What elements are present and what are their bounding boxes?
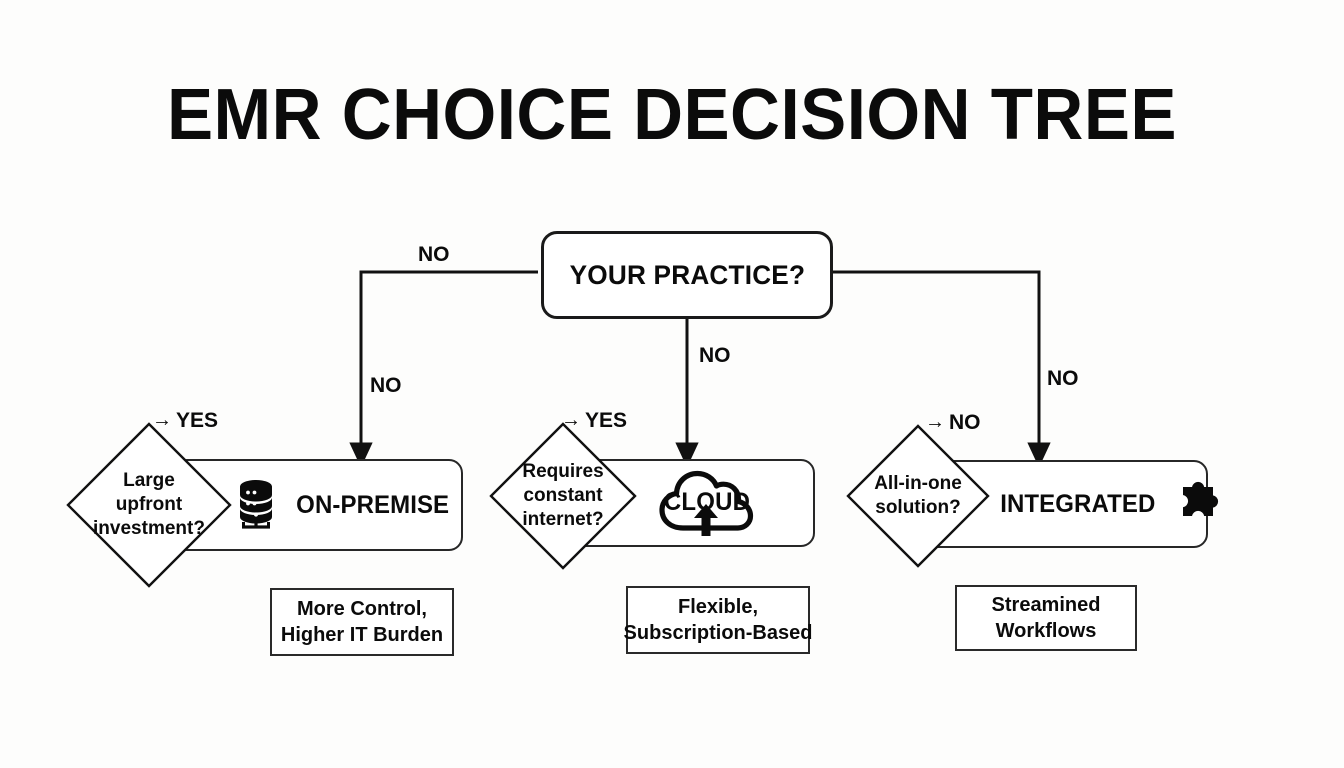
root-decision-node[interactable]: YOUR PRACTICE? xyxy=(541,231,833,319)
branch-tag-label-cloud: YES xyxy=(585,409,628,432)
note-line-2: Higher IT Burden xyxy=(280,624,444,646)
cloud-upload-icon-wrap: CLOUD xyxy=(655,466,759,540)
note-text-cloud: Flexible, Subscription-Based xyxy=(624,594,813,646)
database-server-icon xyxy=(240,480,272,529)
edge-root-to-integrated xyxy=(833,270,1051,468)
note-box-cloud: Flexible, Subscription-Based xyxy=(624,586,813,654)
note-line-2: Subscription-Based xyxy=(623,622,813,644)
decision-diamond-requires-constant-internet[interactable]: Requires constant internet? xyxy=(488,421,638,571)
branch-tag-integrated: → NO xyxy=(925,411,981,435)
note-text-integrated: Streamined Workflows xyxy=(992,592,1101,644)
edge-label-left-down: NO xyxy=(370,374,402,397)
arrow-right-icon: → xyxy=(925,411,945,433)
note-line-1: More Control, xyxy=(296,598,427,620)
note-line-1: Flexible, xyxy=(677,596,759,618)
result-label-cloud: CLOUD xyxy=(663,487,751,516)
diamond-outline xyxy=(489,422,637,570)
edge-root-to-on-premise xyxy=(349,270,538,468)
branch-tag-label-on-premise: YES xyxy=(176,409,219,432)
decision-diamond-large-upfront-investment[interactable]: Large upfront investment? xyxy=(65,421,233,589)
note-box-on-premise: More Control, Higher IT Burden xyxy=(270,588,454,656)
note-line-2: Workflows xyxy=(995,620,1097,642)
note-text-on-premise: More Control, Higher IT Burden xyxy=(281,596,443,648)
puzzle-piece-icon xyxy=(1182,481,1218,516)
edge-label-root-right: NO xyxy=(1047,367,1079,390)
branch-tag-cloud: → YES xyxy=(561,409,627,433)
branch-tag-on-premise: → YES xyxy=(152,409,218,433)
note-box-integrated: Streamined Workflows xyxy=(955,585,1137,651)
note-line-1: Streamined xyxy=(991,594,1101,616)
branch-tag-label-integrated: NO xyxy=(949,411,981,434)
result-label-on-premise: ON-PREMISE xyxy=(296,490,450,519)
edge-label-root-left: NO xyxy=(418,243,450,266)
arrow-right-icon: → xyxy=(152,409,172,431)
root-node-label: YOUR PRACTICE? xyxy=(569,259,805,290)
diamond-outline xyxy=(66,422,232,588)
result-label-integrated: INTEGRATED xyxy=(1000,489,1156,518)
edge-label-root-middle: NO xyxy=(699,344,731,367)
page-title: EMR CHOICE DECISION TREE xyxy=(166,75,1178,155)
diamond-outline xyxy=(846,424,990,568)
arrow-right-icon: → xyxy=(561,409,581,431)
cloud-upload-icon xyxy=(659,470,754,536)
decision-diamond-all-in-one-solution[interactable]: All-in-one solution? xyxy=(845,423,991,569)
